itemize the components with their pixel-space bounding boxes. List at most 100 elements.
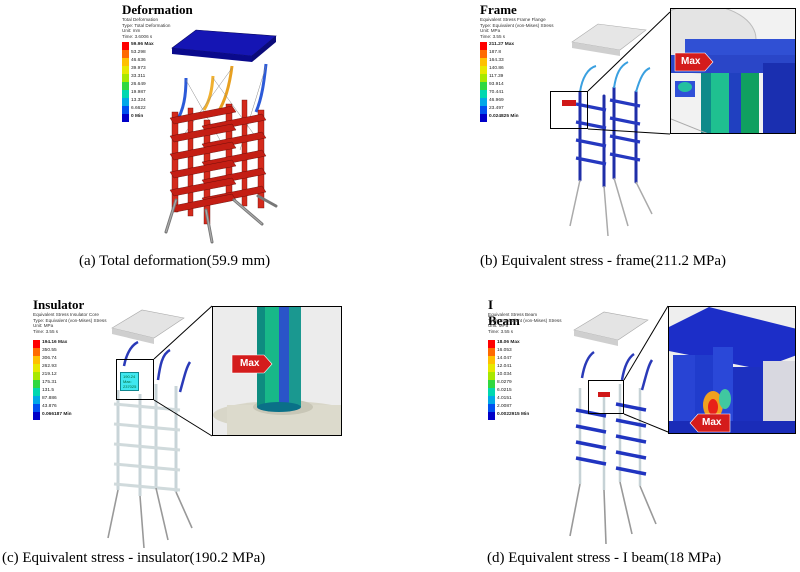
info-line: Total Deformation bbox=[122, 17, 159, 22]
info-line: Unit: mm bbox=[122, 28, 141, 34]
legend-label: 2.0087 bbox=[497, 404, 512, 409]
legend-label: 0.066187 Min bbox=[42, 412, 72, 417]
panel-caption: (a) Total deformation(59.9 mm) bbox=[79, 253, 271, 269]
legend-label: 87.886 bbox=[42, 396, 57, 401]
ibeam-detail bbox=[669, 307, 795, 433]
legend-label: 59.96 Max bbox=[131, 42, 154, 47]
legend-swatch bbox=[33, 364, 40, 372]
legend-swatch bbox=[33, 412, 40, 420]
legend-swatch bbox=[33, 348, 40, 356]
legend-swatch bbox=[488, 364, 495, 372]
info-line: Equivalent Stress Beam bbox=[488, 312, 538, 317]
legend-label: 164.33 bbox=[489, 58, 504, 63]
legend-swatch bbox=[488, 340, 495, 348]
legend-label: 0 Min bbox=[131, 114, 144, 119]
legend-label: 350.55 bbox=[42, 348, 57, 353]
legend-swatch bbox=[488, 372, 495, 380]
legend-label: 93.914 bbox=[489, 82, 504, 87]
legend-swatch bbox=[122, 50, 129, 58]
legend-swatch bbox=[122, 106, 129, 114]
legend-swatch bbox=[480, 66, 487, 74]
legend-swatch bbox=[480, 90, 487, 98]
legend-swatch bbox=[488, 388, 495, 396]
info-line: Time: 3.55 s bbox=[33, 328, 59, 334]
legend-swatch bbox=[488, 356, 495, 364]
legend-label: 43.876 bbox=[42, 404, 57, 409]
legend-label: 0.024825 Min bbox=[489, 114, 519, 119]
legend-label: 0.0022915 Min bbox=[497, 412, 530, 417]
panel-caption: (c) Equivalent stress - insulator(190.2 … bbox=[2, 550, 266, 566]
max-arrow-shape bbox=[689, 413, 731, 433]
info-line: Unit: MPa bbox=[33, 323, 54, 329]
legend-swatch bbox=[480, 82, 487, 90]
legend-swatch bbox=[122, 90, 129, 98]
legend-swatch bbox=[33, 356, 40, 364]
legend-label: 46.969 bbox=[489, 98, 504, 103]
legend-swatch bbox=[33, 396, 40, 404]
info-line: Time: 3.6006 s bbox=[122, 33, 153, 39]
info-line: Time: 3.55 s bbox=[480, 33, 506, 39]
probe-label: 190.24 Max: 237025 bbox=[120, 372, 140, 391]
zoom-region-box bbox=[588, 380, 624, 414]
legend-swatch bbox=[480, 74, 487, 82]
legend-label: 23.497 bbox=[489, 106, 504, 111]
legend-label: 117.39 bbox=[489, 74, 504, 79]
panel-caption: (d) Equivalent stress - I beam(18 MPa) bbox=[487, 550, 722, 566]
info-line: Unit: MPa bbox=[488, 323, 509, 329]
max-arrow-shape bbox=[674, 52, 714, 72]
legend-label: 18.06 Max bbox=[497, 340, 520, 345]
info-line: Equivalent Stress Insulator Core bbox=[33, 312, 99, 317]
probe-line: Max: 237025 bbox=[123, 379, 137, 389]
panel-info: Equivalent Stress Insulator Core Type: E… bbox=[33, 312, 107, 334]
deformation-model bbox=[164, 29, 278, 244]
legend-label: 4.0151 bbox=[497, 396, 512, 401]
legend-label: 6.6622 bbox=[131, 106, 146, 111]
legend-swatch bbox=[122, 66, 129, 74]
info-line: Type: Equivalent (von-Mises) Stress bbox=[480, 22, 554, 28]
panel-title: Deformation bbox=[122, 2, 193, 17]
panel-info: Equivalent Stress Frame Flange Type: Equ… bbox=[480, 17, 554, 39]
legend-swatch bbox=[122, 114, 129, 122]
zoom-connector-lines bbox=[587, 11, 671, 135]
legend-label: 12.041 bbox=[497, 364, 512, 369]
info-line: Time: 3.55 s bbox=[488, 328, 514, 334]
legend-swatch bbox=[480, 98, 487, 106]
legend-label: 187.8 bbox=[489, 50, 502, 55]
legend-swatch bbox=[33, 404, 40, 412]
max-label: Max bbox=[681, 56, 701, 67]
legend-label: 140.86 bbox=[489, 66, 504, 71]
info-line: Type: Equivalent (von-Mises) Stress bbox=[33, 317, 107, 323]
legend-label: 211.27 Max bbox=[489, 42, 515, 47]
legend-label: 53.298 bbox=[131, 50, 146, 55]
zoom-inset bbox=[668, 306, 796, 434]
legend-swatch bbox=[480, 58, 487, 66]
legend-label: 14.047 bbox=[497, 356, 512, 361]
max-label: Max bbox=[240, 358, 260, 369]
legend-swatch bbox=[122, 58, 129, 66]
legend-label: 26.649 bbox=[131, 82, 146, 87]
legend-swatch bbox=[480, 50, 487, 58]
legend-swatch bbox=[488, 412, 495, 420]
legend-swatch bbox=[122, 74, 129, 82]
legend-swatch bbox=[480, 114, 487, 122]
frame-model bbox=[569, 23, 653, 237]
info-line: Equivalent Stress Frame Flange bbox=[480, 17, 546, 22]
info-line: Type: Total Deformation bbox=[122, 22, 171, 28]
legend-label: 70.441 bbox=[489, 90, 504, 95]
legend-label: 175.31 bbox=[42, 380, 57, 385]
legend-label: 194.16 Max bbox=[42, 340, 68, 345]
insulator-detail bbox=[213, 307, 341, 435]
legend-label: 219.12 bbox=[42, 372, 57, 377]
max-label: Max bbox=[702, 417, 722, 428]
legend-label: 8.0279 bbox=[497, 380, 512, 385]
panel-caption: (b) Equivalent stress - frame(211.2 MPa) bbox=[480, 253, 727, 269]
legend-swatch bbox=[488, 348, 495, 356]
panel-title: I Beam bbox=[488, 297, 520, 328]
legend-swatch bbox=[480, 42, 487, 50]
legend-swatch bbox=[122, 82, 129, 90]
panel-title: Frame bbox=[480, 2, 517, 17]
legend-swatch bbox=[33, 372, 40, 380]
legend-label: 10.034 bbox=[497, 372, 512, 377]
legend-swatch bbox=[33, 380, 40, 388]
